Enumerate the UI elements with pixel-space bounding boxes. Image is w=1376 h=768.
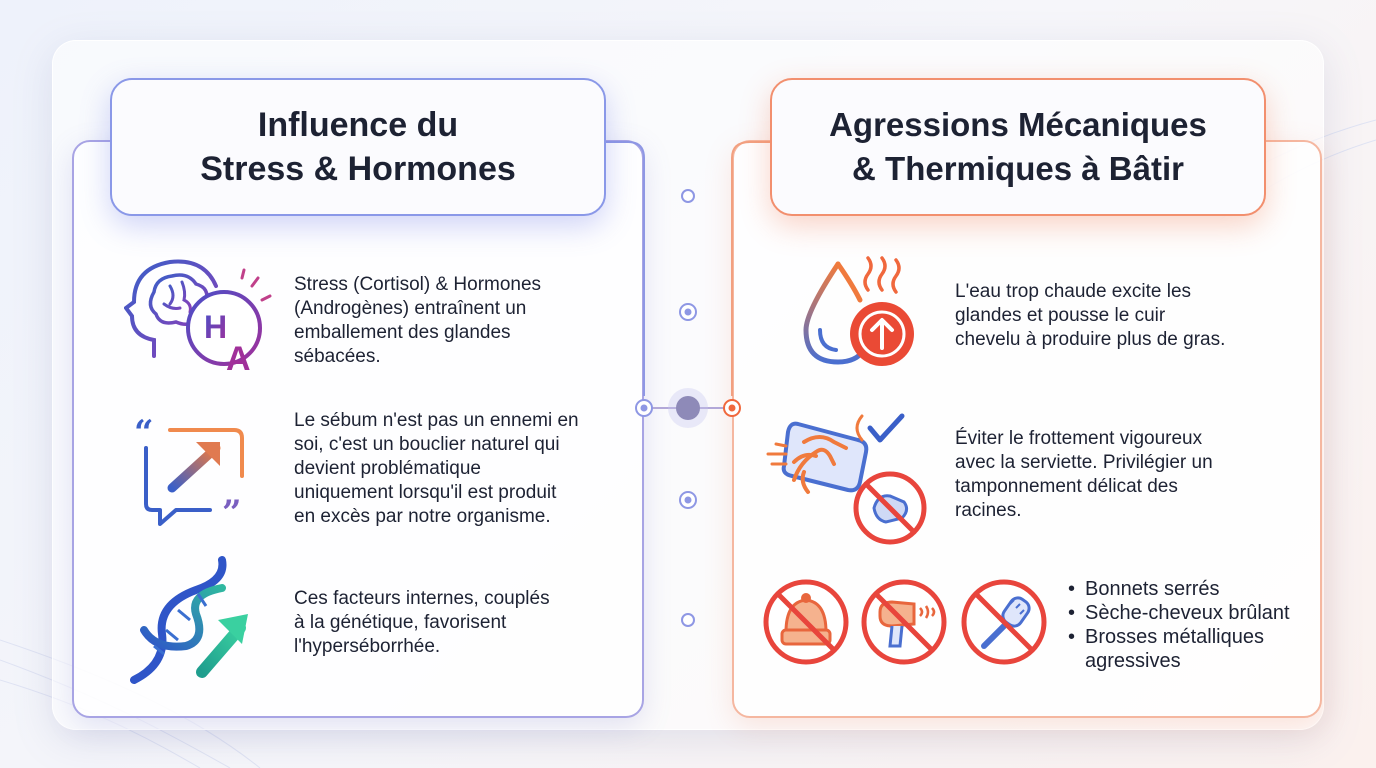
left-item-2-text: Le sébum n'est pas un ennemi en soi, c'e… xyxy=(294,410,579,527)
left-item-3-text: Ces facteurs internes, couplés à la géné… xyxy=(294,588,550,657)
svg-text:“: “ xyxy=(134,414,154,453)
left-title-line2: Stress & Hormones xyxy=(200,150,516,188)
bullet-item: Bonnets serrés xyxy=(1068,577,1290,601)
towel-pat-icon xyxy=(766,413,927,545)
left-title-line1: Influence du xyxy=(257,106,459,144)
svg-text:A: A xyxy=(226,340,251,378)
left-item-1-text: Stress (Cortisol) & Hormones (Androgènes… xyxy=(294,274,542,367)
right-title-box: Agressions Mécaniques & Thermiques à Bât… xyxy=(770,78,1266,216)
right-item-2-text: Éviter le frottement vigoureux avec la s… xyxy=(955,428,1213,521)
quote-arrow-icon: “ ” xyxy=(134,414,244,526)
left-title-box: Influence du Stress & Hormones xyxy=(110,78,606,216)
bullet-item: Brosses métalliques xyxy=(1068,625,1290,649)
aggression-bullet-list: Bonnets serrés Sèche-cheveux brûlant Bro… xyxy=(1068,577,1290,673)
prohibited-beanie-icon xyxy=(763,579,849,665)
prohibited-brush-icon xyxy=(961,579,1047,665)
bullet-item: Sèche-cheveux brûlant xyxy=(1068,601,1290,625)
right-item-1-text: L'eau trop chaude excite les glandes et … xyxy=(955,281,1226,350)
bullet-item-continuation: agressives xyxy=(1085,650,1181,672)
brain-hormone-icon: H A xyxy=(124,259,272,378)
right-title-line1: Agressions Mécaniques xyxy=(829,106,1207,143)
hormone-letters: H xyxy=(204,309,227,345)
svg-text:”: ” xyxy=(222,493,242,526)
hot-water-drop-icon xyxy=(803,256,914,366)
right-title-line2: & Thermiques à Bâtir xyxy=(852,150,1184,187)
dna-arrow-icon xyxy=(130,556,248,684)
prohibited-hairdryer-icon xyxy=(861,579,947,665)
